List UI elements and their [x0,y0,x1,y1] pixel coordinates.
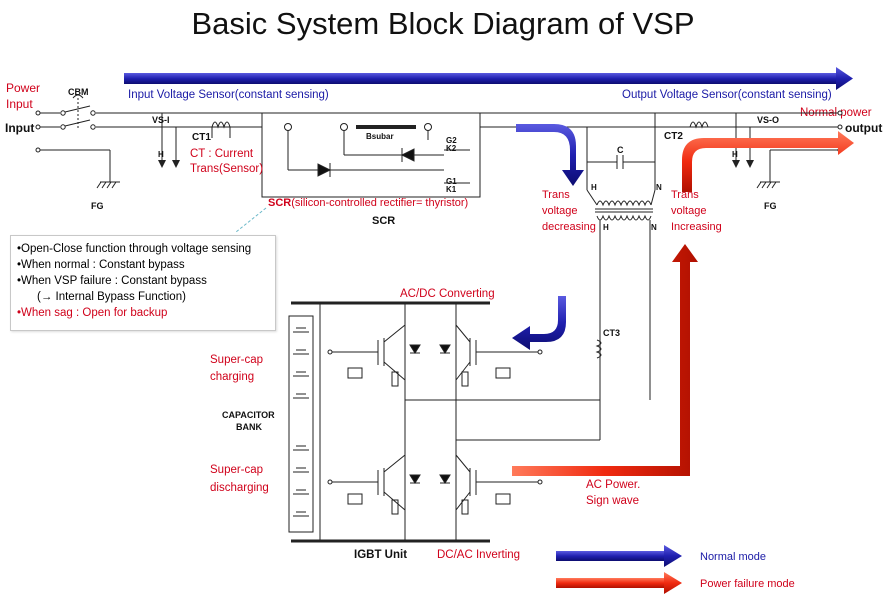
normal-mode-top-arrow [124,67,853,90]
ct3-label: CT3 [603,328,620,338]
legend: Normal mode Power failure mode [556,545,795,594]
ct1-desc-2: Trans(Sensor) [190,163,263,175]
n2-label: N [651,223,657,232]
scr-label: SCR [372,215,395,227]
trans-increasing-3: Increasing [671,221,722,233]
igbt-unit [288,301,600,543]
h1-label: H [591,183,597,192]
fg-right-label: FG [764,201,777,211]
supercap-charging-2: charging [210,371,254,383]
h2-label: H [603,223,609,232]
note-3: •When VSP failure : Constant bypass [17,275,207,287]
trans-increasing-1: Trans [671,189,699,201]
svg-text:VS-I: VS-I [152,115,170,125]
note-2: •When normal : Constant bypass [17,259,185,271]
ct1-desc-1: CT : Current [190,148,254,160]
g2-label: G2 [446,136,457,145]
ac-power-1: AC Power. [586,479,640,491]
n1-label: N [656,183,662,192]
output-sensor-label: Output Voltage Sensor(constant sensing) [622,89,832,101]
svg-text:H: H [732,150,738,159]
legend-normal-label: Normal mode [700,551,766,563]
input-label: Input [5,121,34,135]
igbt-label: IGBT Unit [354,549,407,561]
legend-failure-label: Power failure mode [700,578,795,590]
vs-i-sensor: VS-I H [152,115,180,168]
bsubar-label: Bsubar [366,132,394,141]
cbm-label: CBM [68,87,89,97]
supercap-discharging-1: Super-cap [210,464,263,476]
k1-label: K1 [446,185,457,194]
failure-mode-output-arrow [682,131,854,192]
power-input-label-2: Input [6,97,33,111]
note-5: •When sag : Open for backup [17,307,168,319]
svg-text:VS-O: VS-O [757,115,779,125]
capacitor-bank-2: BANK [236,422,262,432]
acdc-label: AC/DC Converting [400,288,495,300]
trans-decreasing-3: decreasing [542,221,596,233]
ct2-label: CT2 [664,131,683,142]
capacitor-c-label: C [617,145,624,155]
dcac-label: DC/AC Inverting [437,549,520,561]
trans-decreasing-2: voltage [542,205,577,217]
failure-mode-up-arrow [512,244,698,476]
output-label: output [845,121,882,135]
legend-normal-arrow [556,545,682,567]
power-input-label: Power [6,81,40,95]
k2-label: K2 [446,144,457,153]
supercap-charging-1: Super-cap [210,354,263,366]
ac-power-2: Sign wave [586,495,639,507]
trans-increasing-2: voltage [671,205,706,217]
fg-left-label: FG [91,201,104,211]
scr-callout-line [235,207,267,233]
vs-o-sensor: VS-O H [732,115,779,168]
legend-failure-arrow [556,572,682,594]
page-title: Basic System Block Diagram of VSP [191,6,694,41]
function-notes: •Open-Close function through voltage sen… [10,235,276,331]
note-1: •Open-Close function through voltage sen… [17,243,252,255]
normal-mode-curve-arrow [516,124,584,186]
normal-mode-igbt-arrow [512,296,566,350]
supercap-discharging-2: discharging [210,482,269,494]
input-sensor-label: Input Voltage Sensor(constant sensing) [128,89,329,101]
capacitor-bank-1: CAPACITOR [222,410,275,420]
ct1-label: CT1 [192,132,211,143]
note-4: (→ Internal Bypass Function) [37,291,186,303]
trans-decreasing-1: Trans [542,189,570,201]
svg-text:H: H [158,150,164,159]
g1-label: G1 [446,177,457,186]
scr-description: SCR(silicon-controlled rectifier= thyris… [268,197,468,209]
scr-block [284,123,470,184]
